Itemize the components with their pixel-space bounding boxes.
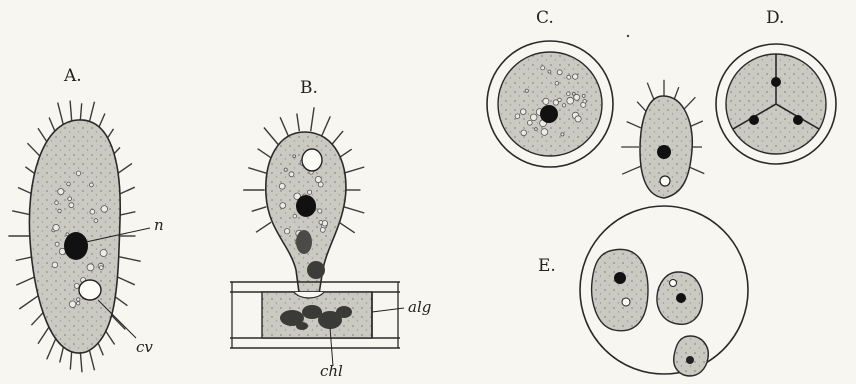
panel-d-daughter-nucleus	[749, 115, 759, 125]
panel-b-chloroplast	[307, 261, 325, 279]
annotation-alga: alg	[408, 300, 431, 315]
panel-d-daughter-nucleus	[771, 77, 781, 87]
panel-e-spore-left-nucleus	[614, 272, 626, 284]
panel-d-daughter-nucleus	[793, 115, 803, 125]
panel-a-amoeba	[8, 101, 150, 373]
stray-dot	[627, 35, 629, 37]
panel-e-emerging-amoeba	[674, 336, 709, 376]
panel-e-spore-left	[592, 249, 648, 330]
panel-label-d: D.	[766, 10, 784, 27]
panel-c-cell	[498, 52, 602, 156]
annotation-nucleus: n	[154, 218, 164, 233]
panel-c-nucleus	[540, 105, 558, 123]
panel-b-feeding-amoeba	[230, 107, 404, 366]
panel-label-c: C.	[536, 10, 554, 27]
panel-label-b: B.	[300, 80, 318, 97]
panel-e-upper-vacuole	[660, 176, 670, 186]
panel-e-spore-right-vacuole	[670, 280, 677, 287]
panel-e-spore-right-nucleus	[676, 293, 686, 303]
panel-e-upper-nucleus	[657, 145, 671, 159]
panel-b-chloroplast	[296, 230, 312, 254]
panel-e-emerging-nucleus	[686, 356, 694, 364]
panel-d-divided-cyst	[716, 44, 836, 164]
panel-b-algal-filament	[230, 282, 400, 348]
panel-b-nucleus	[296, 195, 316, 217]
panel-c-cyst	[487, 41, 613, 167]
panel-b-alg-leader	[372, 308, 404, 312]
panel-e-spore-left-vacuole	[622, 298, 630, 306]
panel-a-nucleus	[64, 232, 88, 260]
panel-label-e: E.	[538, 258, 556, 275]
panel-b-contractile-vacuole	[302, 149, 322, 171]
panel-label-a: A.	[64, 68, 82, 85]
annotation-chloroplast: chl	[320, 364, 343, 379]
annotation-contractile-vacuole: cv	[136, 340, 153, 355]
panel-a-contractile-vacuole	[79, 280, 101, 300]
